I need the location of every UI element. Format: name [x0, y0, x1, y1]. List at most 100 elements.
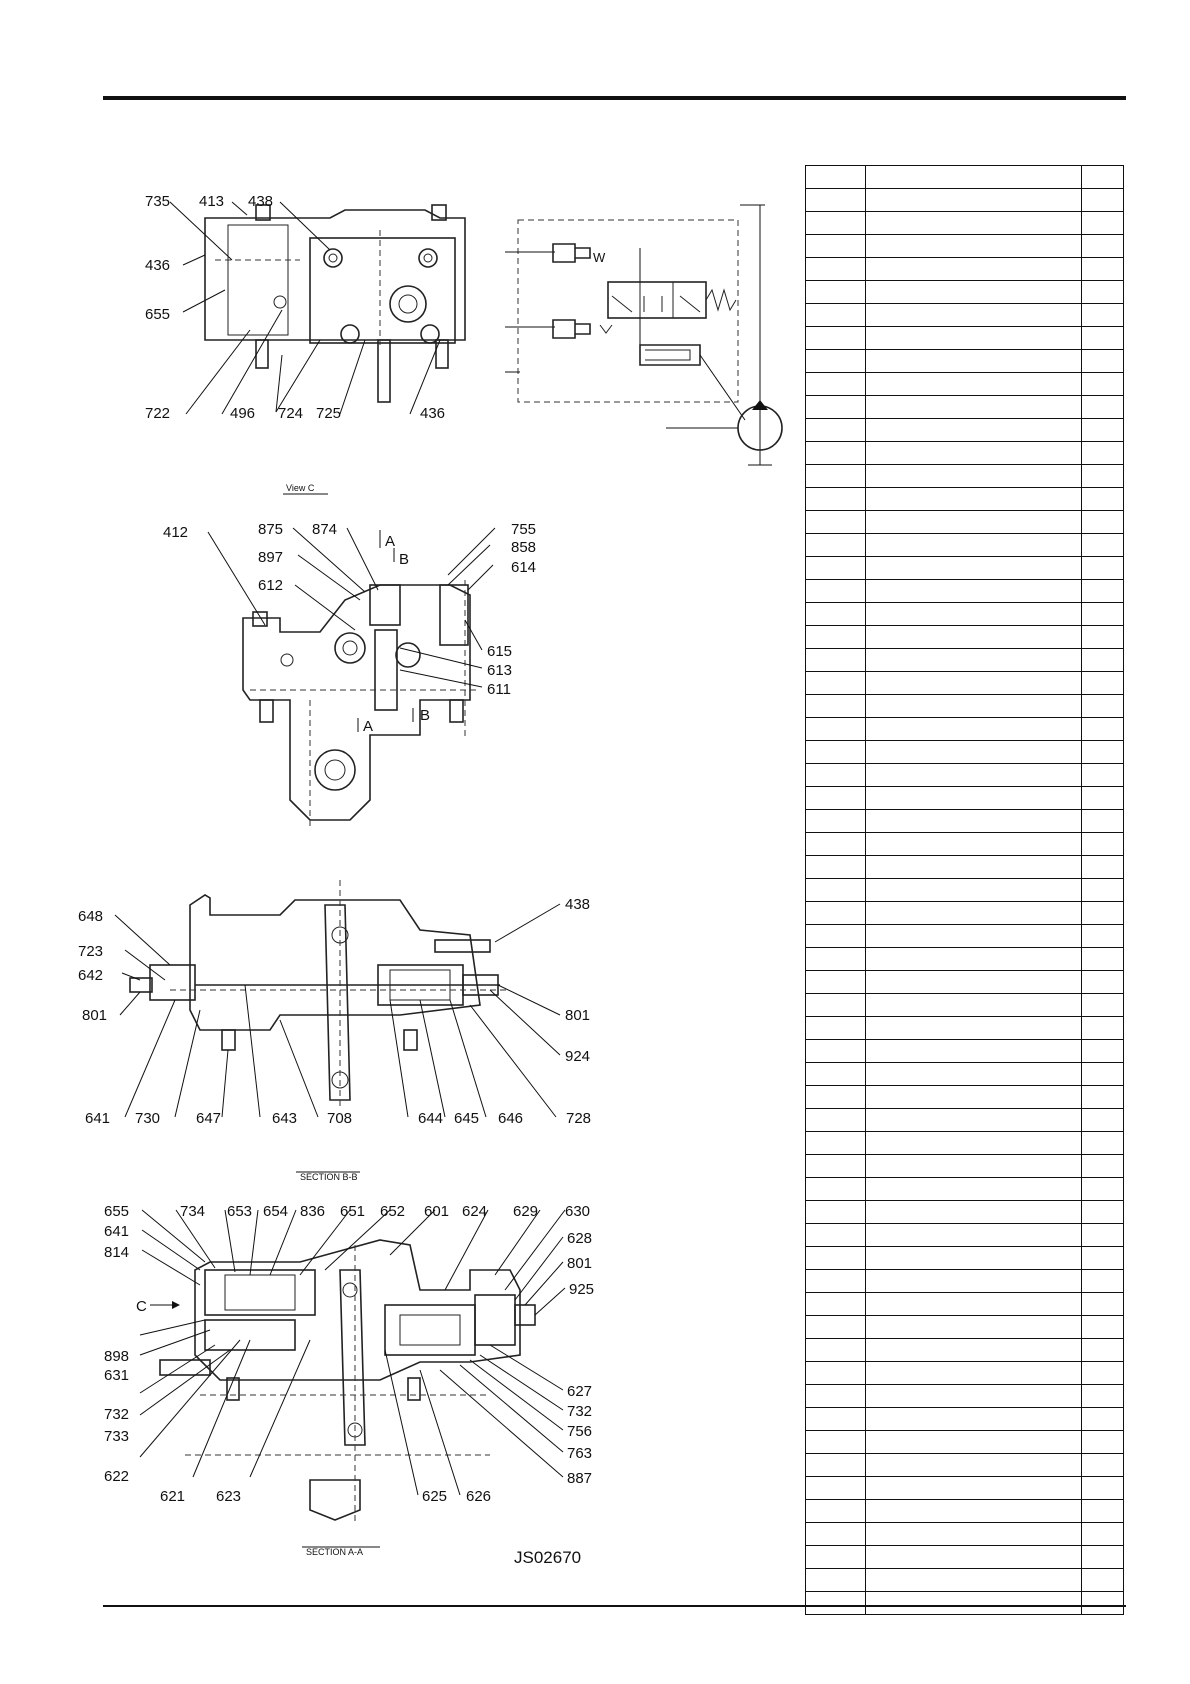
callout-label: 728	[566, 1110, 591, 1127]
parts-table-row	[805, 1522, 1124, 1546]
parts-table-row	[805, 740, 1124, 764]
part-name-cell	[865, 1223, 1082, 1247]
part-number-cell	[805, 763, 866, 787]
parts-table-row	[805, 464, 1124, 488]
part-name-cell	[865, 648, 1082, 672]
parts-table-row	[805, 1499, 1124, 1523]
callout-label: 925	[569, 1281, 594, 1298]
part-name-cell	[865, 211, 1082, 235]
quantity-cell	[1081, 878, 1124, 902]
callout-label: 625	[422, 1488, 447, 1505]
callout-label: 612	[258, 577, 283, 594]
part-number-cell	[805, 1108, 866, 1132]
part-name-cell	[865, 441, 1082, 465]
callout-label: 755	[511, 521, 536, 538]
callout-label: 732	[104, 1406, 129, 1423]
part-name-cell	[865, 809, 1082, 833]
quantity-cell	[1081, 1223, 1124, 1247]
part-number-cell	[805, 1453, 866, 1477]
parts-table-row	[805, 257, 1124, 281]
part-name-cell	[865, 1154, 1082, 1178]
parts-table-row	[805, 234, 1124, 258]
part-number-cell	[805, 786, 866, 810]
quantity-cell	[1081, 556, 1124, 580]
part-number-cell	[805, 947, 866, 971]
callout-label: 630	[565, 1203, 590, 1220]
part-name-cell	[865, 464, 1082, 488]
part-number-cell	[805, 533, 866, 557]
parts-table-row	[805, 1361, 1124, 1385]
callout-label: 413	[199, 193, 224, 210]
part-name-cell	[865, 1384, 1082, 1408]
quantity-cell	[1081, 234, 1124, 258]
parts-table-row	[805, 1568, 1124, 1592]
quantity-cell	[1081, 579, 1124, 603]
part-number-cell	[805, 257, 866, 281]
parts-table-row	[805, 694, 1124, 718]
parts-table-row	[805, 280, 1124, 304]
quantity-cell	[1081, 717, 1124, 741]
parts-table-row	[805, 1200, 1124, 1224]
callout-label: 646	[498, 1110, 523, 1127]
parts-table-row	[805, 924, 1124, 948]
part-name-cell	[865, 1131, 1082, 1155]
quantity-cell	[1081, 1108, 1124, 1132]
parts-table-row	[805, 1453, 1124, 1477]
callout-label: 801	[565, 1007, 590, 1024]
part-name-cell	[865, 740, 1082, 764]
part-number-cell	[805, 1430, 866, 1454]
part-name-cell	[865, 395, 1082, 419]
part-name-cell	[865, 1269, 1082, 1293]
callout-label: 732	[567, 1403, 592, 1420]
view-c-callout-labels: 735 413 438 436 655 722 496 724 725 436	[145, 193, 445, 422]
part-name-cell	[865, 1062, 1082, 1086]
part-name-cell	[865, 1522, 1082, 1546]
callout-label: 651	[340, 1203, 365, 1220]
quantity-cell	[1081, 441, 1124, 465]
part-number-cell	[805, 464, 866, 488]
part-number-cell	[805, 855, 866, 879]
quantity-cell	[1081, 1361, 1124, 1385]
part-name-cell	[865, 1591, 1082, 1615]
part-number-cell	[805, 372, 866, 396]
part-name-cell	[865, 556, 1082, 580]
part-number-cell	[805, 1039, 866, 1063]
part-name-cell	[865, 1292, 1082, 1316]
quantity-cell	[1081, 763, 1124, 787]
part-number-cell	[805, 1246, 866, 1270]
callout-label: 801	[82, 1007, 107, 1024]
part-name-cell	[865, 1568, 1082, 1592]
part-number-cell	[805, 1338, 866, 1362]
quantity-cell	[1081, 1016, 1124, 1040]
parts-table-row	[805, 1039, 1124, 1063]
callout-label: 644	[418, 1110, 443, 1127]
section-aa-caption: SECTION A-A	[306, 1547, 363, 1557]
quantity-cell	[1081, 165, 1124, 189]
part-number-cell	[805, 211, 866, 235]
view-c-leaders	[169, 201, 441, 415]
part-number-cell	[805, 1361, 866, 1385]
callout-label: 614	[511, 559, 536, 576]
part-name-cell	[865, 763, 1082, 787]
middle-view-callout-labels: 412 875 874 897 612 755 858 614 615 613 …	[163, 521, 536, 735]
header-rule	[103, 96, 1126, 100]
callout-label: 621	[160, 1488, 185, 1505]
parts-table-row	[805, 579, 1124, 603]
parts-table-row	[805, 671, 1124, 695]
parts-table-row	[805, 349, 1124, 373]
parts-table-row	[805, 395, 1124, 419]
parts-table-row	[805, 717, 1124, 741]
callout-label: 898	[104, 1348, 129, 1365]
section-bb-leaders	[114, 903, 561, 1118]
parts-table-row	[805, 1591, 1124, 1615]
part-name-cell	[865, 1338, 1082, 1362]
part-number-cell	[805, 1085, 866, 1109]
part-number-cell	[805, 1269, 866, 1293]
parts-table-row	[805, 1085, 1124, 1109]
parts-table-row	[805, 878, 1124, 902]
part-name-cell	[865, 234, 1082, 258]
part-name-cell	[865, 303, 1082, 327]
quantity-cell	[1081, 1039, 1124, 1063]
